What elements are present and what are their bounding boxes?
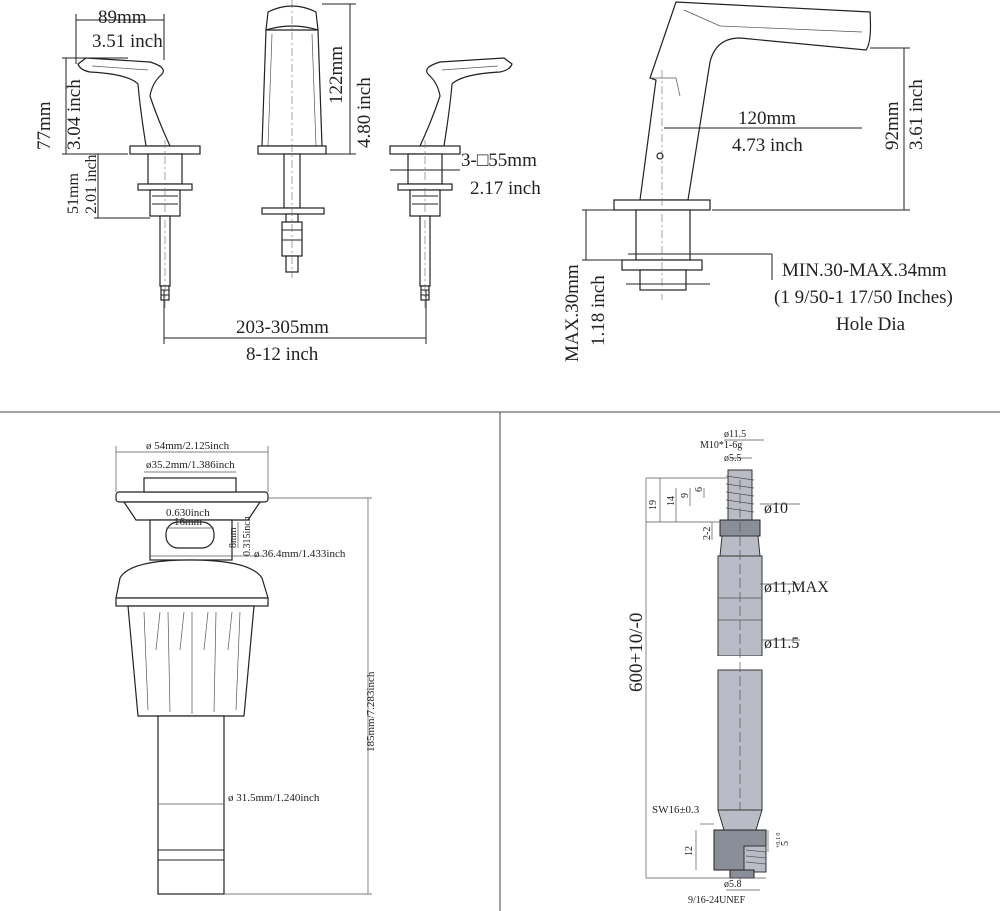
tr-hole-line1: MIN.30-MAX.34mm — [782, 260, 947, 281]
br-sw16: SW16±0.3 — [652, 804, 700, 816]
tr-hole-line2: (1 9/50-1 17/50 Inches) — [774, 287, 953, 308]
right-handle-valve — [389, 57, 513, 310]
br-tol: +0.1 0 — [776, 833, 782, 848]
br-n14: 14 — [666, 496, 677, 506]
bottom-right-panel: ø11.5 M10*1-6g ø5.5 19 14 9 6 2-2 ø10 ø1… — [626, 429, 829, 906]
tl-height-mm: 77mm — [34, 101, 55, 150]
tr-height-mm: 92mm — [882, 101, 903, 150]
tl-spread-in: 8-12 inch — [246, 344, 319, 365]
bottom-left-panel: ø 54mm/2.125inch ø35.2mm/1.386inch 0.630… — [115, 440, 377, 895]
tl-under-in: 2.01 inch — [83, 154, 100, 214]
top-left-dimension-lines — [62, 3, 460, 344]
br-d55: ø5.5 — [724, 453, 742, 464]
bottom-left-dimension-lines — [115, 446, 372, 895]
top-left-panel: 89mm 3.51 inch 77mm 3.04 inch 51mm 2.01 … — [34, 0, 541, 365]
pop-up-drain — [115, 477, 269, 895]
br-unef: 9/16-24UNEF — [688, 895, 746, 906]
bl-w16: 16mm — [174, 516, 203, 528]
tr-hole-line3: Hole Dia — [836, 314, 906, 335]
left-handle-valve — [77, 57, 201, 310]
br-d115-top: ø11.5 — [724, 429, 746, 440]
bl-h185: 185mm/7.283inch — [365, 671, 377, 752]
bl-h0315: 0.315inch — [242, 516, 253, 556]
tr-deck-mm: MAX.30mm — [562, 264, 583, 362]
br-d58: ø5.8 — [724, 879, 742, 890]
bl-d315: ø 31.5mm/1.240inch — [228, 792, 320, 804]
br-d115: ø11.5 — [764, 635, 799, 652]
bl-w0630: 0.630inch — [166, 507, 210, 519]
top-right-panel: 120mm 4.73 inch 92mm 3.61 inch MAX.30mm … — [562, 1, 953, 362]
br-d10: ø10 — [764, 500, 788, 517]
br-m10: M10*1-6g — [700, 440, 742, 451]
bl-d35: ø35.2mm/1.386inch — [146, 459, 235, 471]
br-d11max: ø11,MAX — [764, 579, 829, 596]
supply-hose — [712, 469, 768, 880]
tl-spout-in: 4.80 inch — [354, 77, 375, 148]
tl-width-mm: 89mm — [98, 7, 147, 28]
bl-d364: ø 36.4mm/1.433inch — [254, 548, 346, 560]
tl-spout-mm: 122mm — [326, 46, 347, 104]
tr-deck-in: 1.18 inch — [588, 275, 609, 346]
tl-base-mm: 3-□55mm — [461, 150, 537, 171]
panel-separators — [0, 411, 1000, 911]
br-n5: 5 — [780, 841, 791, 846]
tl-base-in: 2.17 inch — [470, 178, 541, 199]
tl-under-mm: 51mm — [65, 173, 82, 214]
bl-d54: ø 54mm/2.125inch — [146, 440, 230, 452]
center-spout — [257, 0, 327, 278]
br-n19: 19 — [648, 500, 659, 510]
br-n22: 2-2 — [702, 527, 713, 540]
br-n12: 12 — [684, 846, 695, 856]
br-length: 600+10/-0 — [626, 613, 647, 692]
tr-height-in: 3.61 inch — [906, 79, 927, 150]
tr-reach-mm: 120mm — [738, 108, 796, 129]
top-right-dimension-lines — [582, 47, 910, 280]
br-n9: 9 — [680, 493, 691, 498]
bottom-right-dimension-lines — [645, 439, 800, 891]
bl-h8: 8mm — [228, 527, 239, 548]
tl-spread-mm: 203-305mm — [236, 317, 329, 338]
side-view-spout — [613, 1, 872, 300]
tr-reach-in: 4.73 inch — [732, 135, 803, 156]
br-n6: 6 — [694, 487, 705, 492]
tl-width-in: 3.51 inch — [92, 31, 163, 52]
tl-height-in: 3.04 inch — [64, 79, 85, 150]
